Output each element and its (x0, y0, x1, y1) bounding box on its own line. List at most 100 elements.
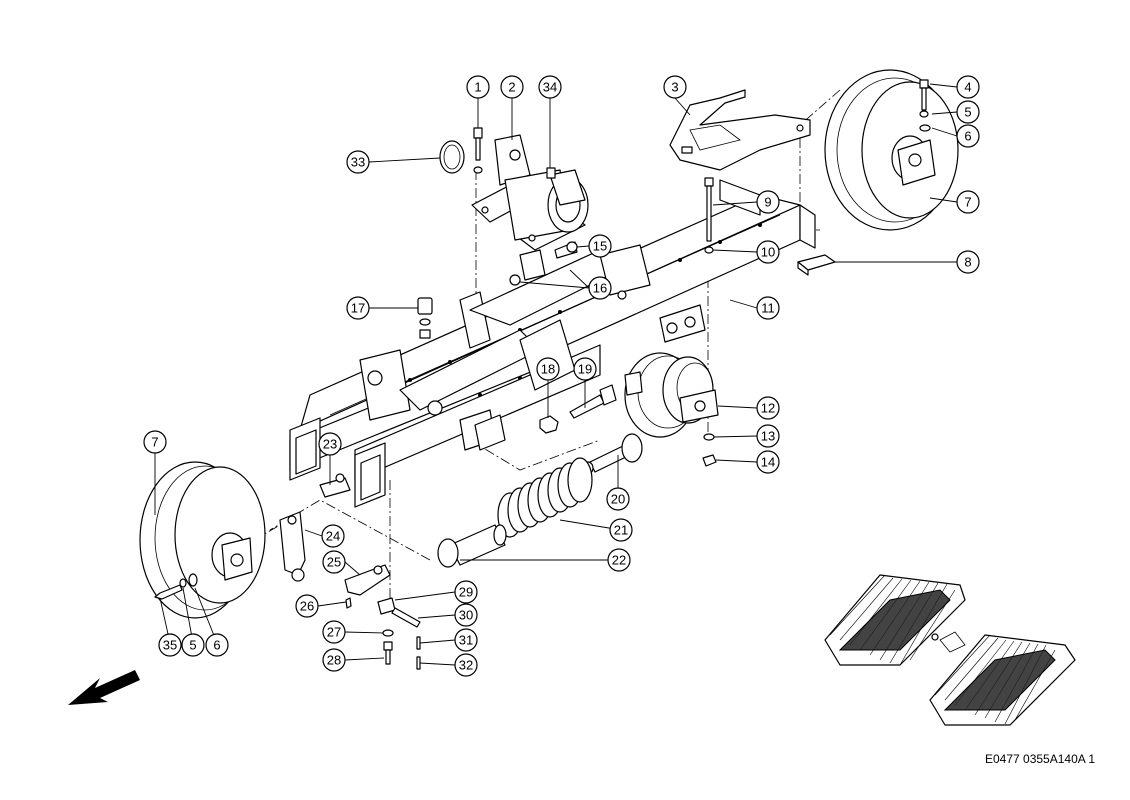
svg-text:24: 24 (326, 529, 340, 544)
callout-28: 28 (322, 648, 346, 672)
callout-23: 23 (318, 432, 342, 456)
leader-lines (154, 83, 958, 666)
svg-text:34: 34 (543, 80, 557, 95)
callout-15: 15 (588, 234, 612, 258)
callout-5: 5 (956, 100, 980, 124)
callout-8: 8 (956, 250, 980, 274)
callout-16: 16 (588, 276, 612, 300)
callout-1: 1 (466, 75, 490, 99)
callout-5-rear: 5 (181, 633, 205, 657)
callout-7-front: 7 (956, 190, 980, 214)
spacer-17 (417, 297, 433, 339)
svg-text:10: 10 (761, 245, 775, 260)
bracket-23 (319, 473, 351, 498)
svg-text:11: 11 (761, 301, 775, 316)
callout-4: 4 (956, 75, 980, 99)
direction-arrow (68, 670, 140, 705)
nut-18 (539, 415, 559, 434)
idler-wheel-rear (139, 461, 266, 619)
svg-text:29: 29 (459, 585, 473, 600)
bolt-1 (473, 127, 483, 174)
pin-31 (416, 636, 421, 650)
callout-18: 18 (536, 357, 560, 381)
svg-text:27: 27 (327, 625, 341, 640)
svg-text:7: 7 (964, 195, 971, 210)
track-frame (289, 179, 816, 508)
callout-3: 3 (663, 75, 687, 99)
pin-26 (345, 597, 352, 609)
clevis-25 (344, 564, 391, 596)
nut-16 (509, 274, 521, 286)
callout-35: 35 (158, 633, 182, 657)
tension-cylinder (437, 524, 507, 568)
bolt-9 (704, 177, 714, 254)
guard-bracket (669, 89, 811, 171)
svg-text:16: 16 (593, 281, 607, 296)
svg-text:8: 8 (964, 255, 971, 270)
svg-text:19: 19 (578, 362, 592, 377)
svg-text:6: 6 (964, 129, 971, 144)
bolt-28 (383, 641, 393, 665)
callout-12: 12 (756, 396, 780, 420)
washer-13 (703, 433, 715, 441)
callout-26: 26 (295, 594, 319, 618)
callout-17: 17 (346, 296, 370, 320)
callout-27: 27 (322, 620, 346, 644)
figure-code: E0477 0355A140A 1 (985, 752, 1096, 766)
svg-text:18: 18 (541, 362, 555, 377)
tension-spring (497, 457, 593, 538)
svg-text:9: 9 (764, 195, 771, 210)
o-ring (439, 140, 465, 174)
callout-31: 31 (454, 628, 478, 652)
svg-text:23: 23 (323, 437, 337, 452)
svg-text:31: 31 (459, 633, 473, 648)
grease-nipple (546, 167, 556, 179)
callout-14: 14 (756, 450, 780, 474)
svg-text:5: 5 (189, 638, 196, 653)
svg-text:33: 33 (351, 155, 365, 170)
pin-29 (377, 597, 421, 628)
callout-9: 9 (756, 190, 780, 214)
track-overview-thumbnail (824, 574, 1076, 726)
svg-text:3: 3 (671, 80, 678, 95)
svg-text:4: 4 (964, 80, 971, 95)
svg-text:30: 30 (459, 608, 473, 623)
svg-text:1: 1 (474, 80, 481, 95)
tensioner-rod (582, 433, 643, 475)
callout-29: 29 (454, 580, 478, 604)
callout-2: 2 (500, 75, 524, 99)
svg-text:2: 2 (508, 80, 515, 95)
callout-10: 10 (756, 240, 780, 264)
callout-11: 11 (756, 296, 780, 320)
svg-text:7: 7 (151, 435, 158, 450)
arm-24 (279, 511, 306, 582)
callout-32: 32 (454, 653, 478, 677)
callout-20: 20 (606, 487, 630, 511)
svg-text:32: 32 (459, 658, 473, 673)
callout-30: 30 (454, 603, 478, 627)
svg-text:28: 28 (327, 653, 341, 668)
callout-21: 21 (609, 518, 633, 542)
svg-text:17: 17 (351, 301, 365, 316)
callout-33: 33 (346, 150, 370, 174)
bolt-15 (554, 241, 578, 259)
svg-text:35: 35 (163, 638, 177, 653)
spacer-block (797, 254, 836, 276)
callout-6: 6 (956, 124, 980, 148)
callouts: 1 2 34 3 4 5 6 7 33 9 15 10 8 16 17 11 1… (143, 75, 980, 677)
pin-32 (416, 656, 421, 670)
support-roller (624, 352, 719, 438)
callout-34: 34 (538, 75, 562, 99)
svg-text:21: 21 (614, 523, 628, 538)
nut-14 (702, 454, 717, 467)
callout-24: 24 (321, 524, 345, 548)
svg-text:6: 6 (213, 638, 220, 653)
svg-text:26: 26 (300, 599, 314, 614)
svg-text:14: 14 (761, 455, 775, 470)
callout-22: 22 (607, 548, 631, 572)
swivel-housing (471, 134, 589, 251)
svg-text:12: 12 (761, 401, 775, 416)
callout-19: 19 (573, 357, 597, 381)
bolt-19 (569, 384, 617, 419)
